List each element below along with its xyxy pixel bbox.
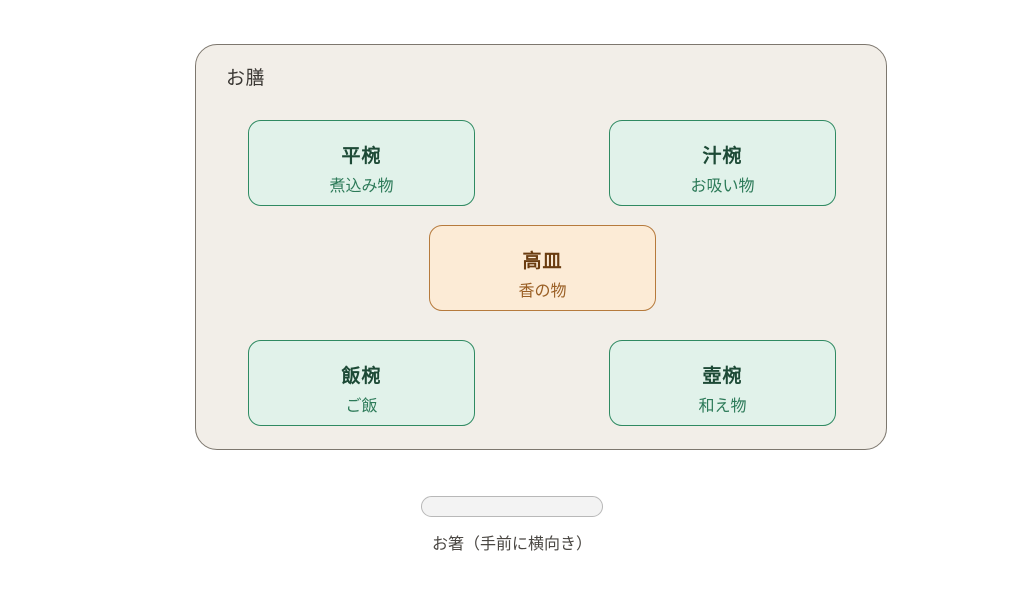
dish-shiruwan: 汁椀 お吸い物	[609, 120, 836, 206]
tray-label: お膳	[226, 67, 266, 89]
chopsticks-shape	[421, 496, 603, 517]
dish-takazara: 高皿 香の物	[429, 225, 656, 311]
dish-name: 高皿	[522, 250, 563, 272]
dish-food: 煮込み物	[329, 176, 394, 195]
dish-name: 汁椀	[702, 145, 743, 167]
chopsticks-label: お箸（手前に横向き）	[431, 534, 592, 553]
dish-food: ご飯	[345, 396, 378, 415]
dish-food: 和え物	[698, 396, 747, 415]
dish-food: お吸い物	[690, 176, 755, 195]
dish-meshiwan: 飯椀 ご飯	[248, 340, 475, 426]
dish-name: 平椀	[341, 145, 382, 167]
dish-name: 壺椀	[702, 365, 743, 387]
dish-food: 香の物	[518, 281, 567, 300]
dish-hirawan: 平椀 煮込み物	[248, 120, 475, 206]
dish-name: 飯椀	[341, 365, 382, 387]
dish-tsubowan: 壺椀 和え物	[609, 340, 836, 426]
